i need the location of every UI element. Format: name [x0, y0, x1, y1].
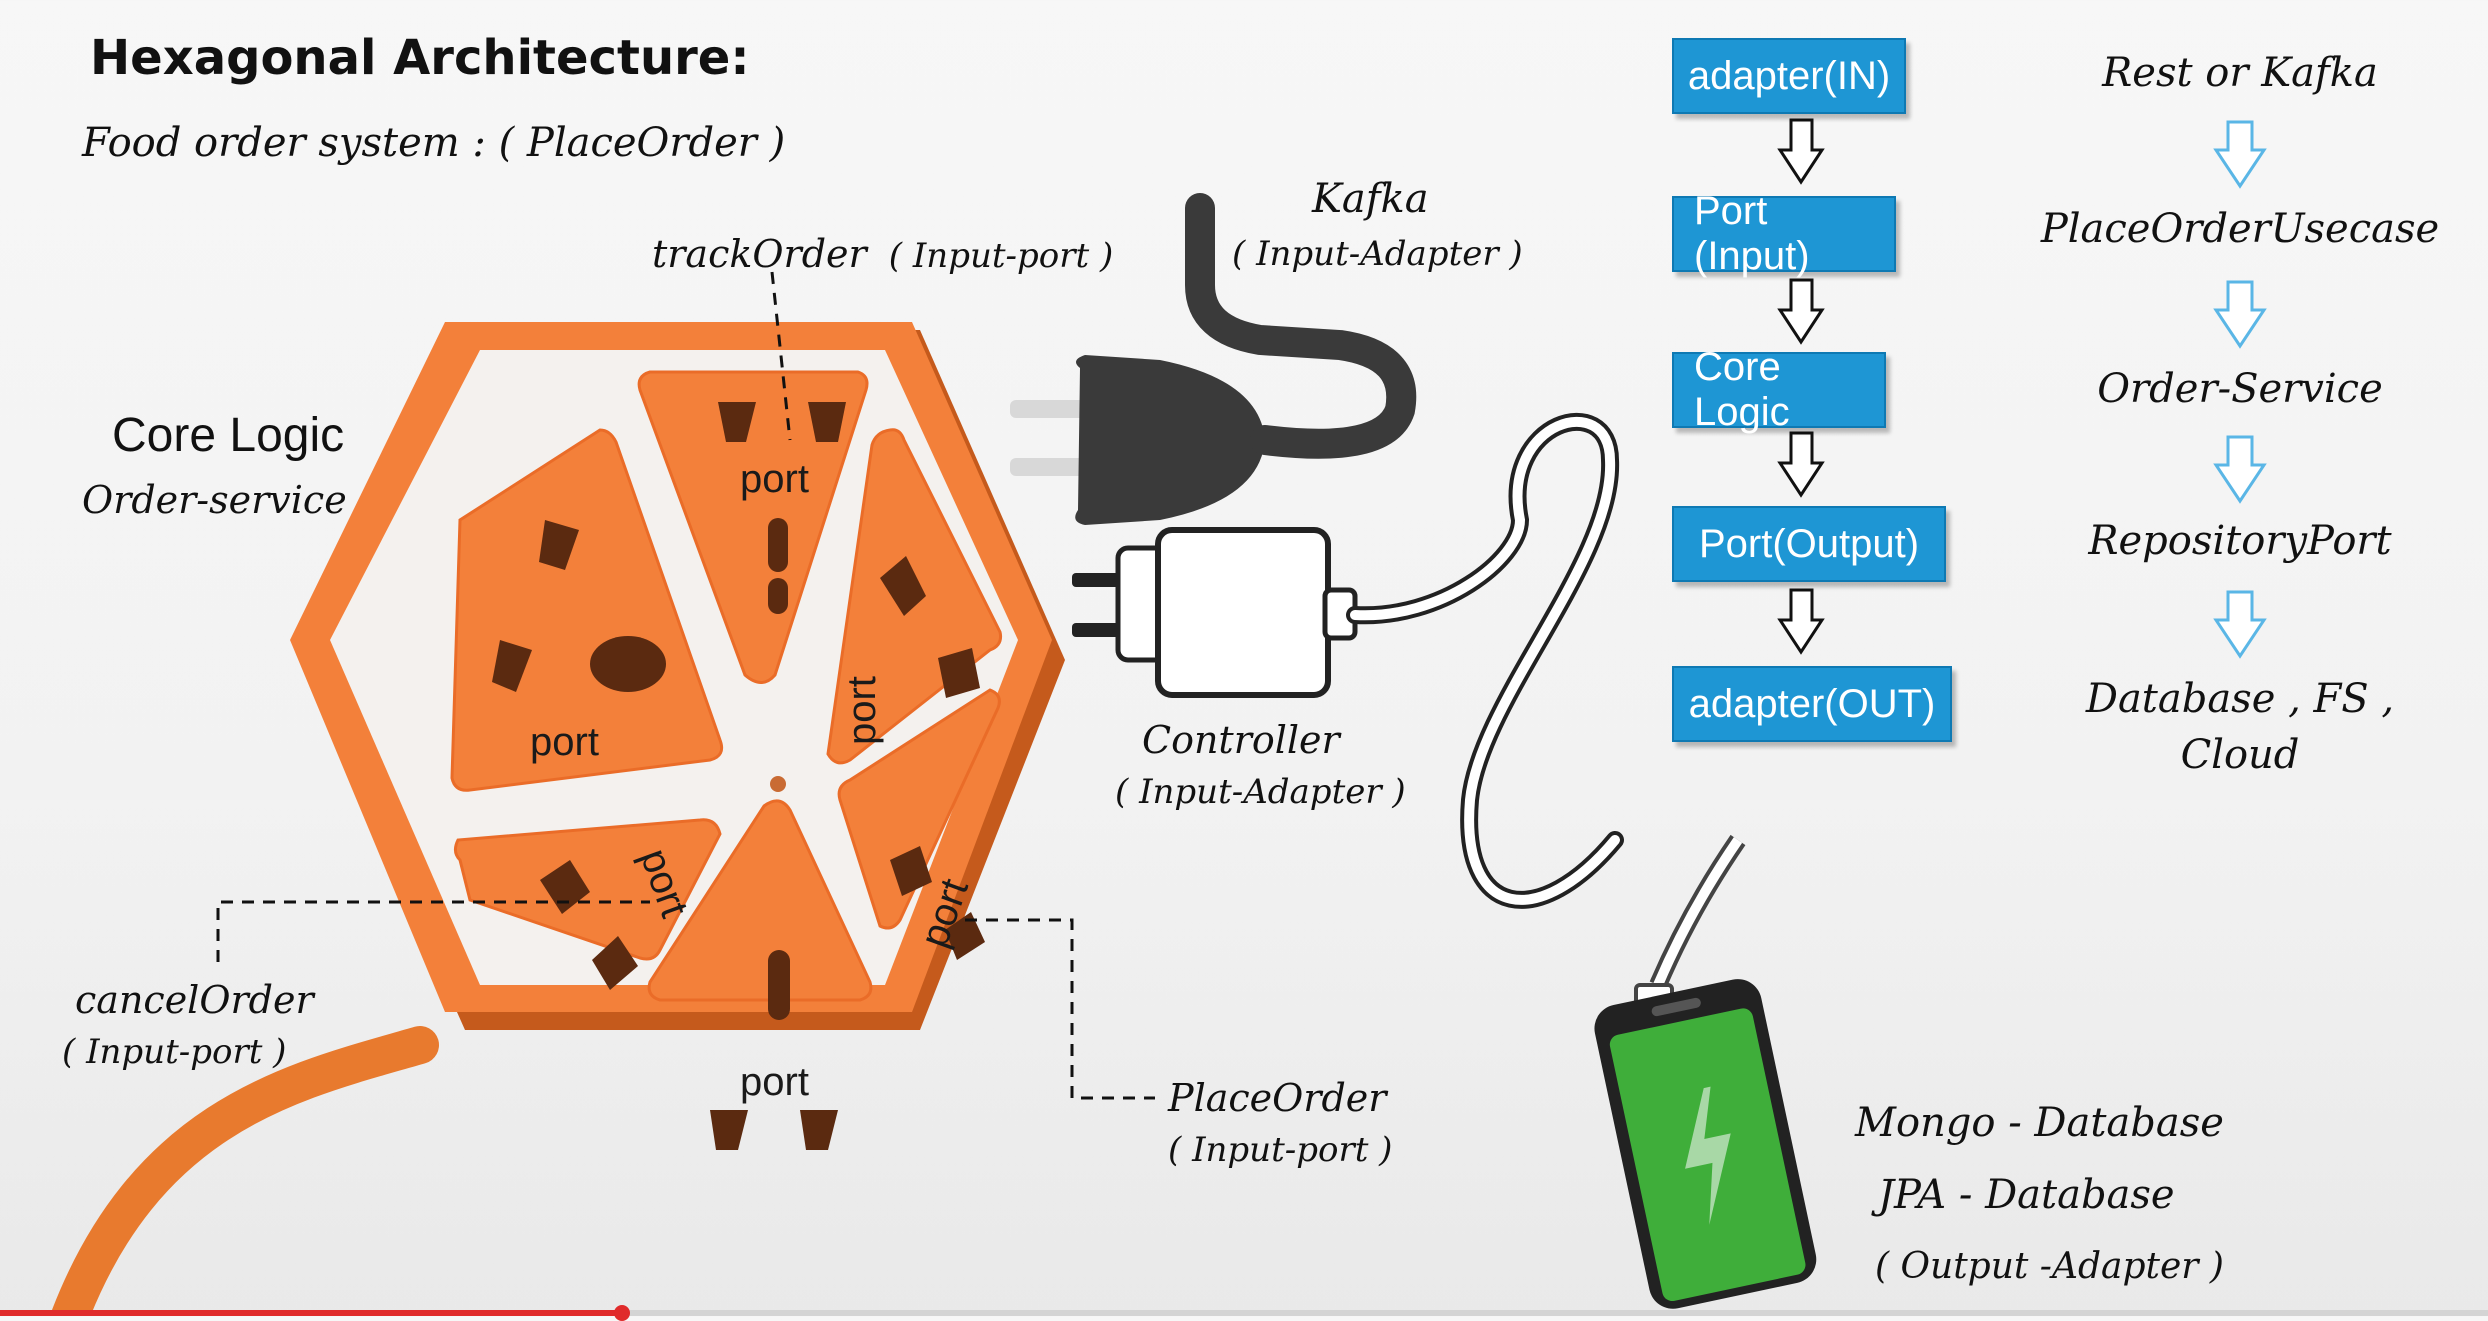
core-logic-label: Core Logic — [112, 409, 345, 462]
flow-example-cloud: Cloud — [2180, 732, 2300, 778]
video-progress-fill — [0, 1310, 622, 1316]
page-title: Hexagonal Architecture: — [90, 30, 750, 86]
segment-top — [637, 370, 869, 684]
video-progress-track[interactable] — [0, 1310, 2488, 1316]
cancel-order-annotation-name: cancelOrder — [75, 978, 314, 1022]
flow-box-core-logic: Core Logic — [1672, 345, 1886, 434]
place-order-annotation-role: ( Input-port ) — [1168, 1130, 1393, 1170]
flow-example-place-order-usecase: PlaceOrderUsecase — [2040, 206, 2440, 252]
cancel-order-annotation-role: ( Input-port ) — [62, 1032, 287, 1072]
kafka-plug — [1010, 193, 1417, 525]
flow-example-order-service: Order-Service — [2097, 366, 2383, 412]
kafka-annotation-name: Kafka — [1312, 176, 1429, 222]
port-label-upper-left: port — [530, 720, 599, 764]
cancel-order-pointer — [216, 900, 650, 962]
track-order-role: ( Input-port ) — [888, 236, 1114, 276]
hub-center-dot — [770, 776, 786, 792]
segment-bottom — [647, 799, 873, 1002]
flow-example-database-fs: Database , FS , — [2085, 676, 2395, 722]
place-order-annotation-name: PlaceOrder — [1168, 1076, 1387, 1120]
flow-arrows-blue — [2213, 120, 2267, 659]
kafka-annotation-role: ( Input-Adapter ) — [1232, 234, 1523, 274]
flow-example-rest-or-kafka: Rest or Kafka — [2102, 50, 2378, 96]
flow-arrows-black — [1777, 118, 1825, 655]
flow-example-repository-port: RepositoryPort — [2088, 518, 2392, 564]
controller-annotation-name: Controller — [1142, 718, 1340, 762]
flow-box-adapter-out: adapter(OUT) — [1672, 666, 1952, 742]
track-order-name: trackOrder — [652, 232, 867, 276]
segment-lower-right — [837, 688, 1001, 930]
strip-power-cord — [51, 1026, 439, 1316]
output-jpa-label: JPA - Database — [1878, 1172, 2175, 1218]
port-label-bottom: port — [740, 1060, 809, 1104]
segment-upper-left — [450, 428, 724, 792]
output-adapter-label: ( Output -Adapter ) — [1875, 1246, 2224, 1287]
flow-box-adapter-in: adapter(IN) — [1672, 38, 1906, 114]
controller-annotation-role: ( Input-Adapter ) — [1115, 772, 1406, 812]
video-progress-scrubber[interactable] — [614, 1305, 630, 1321]
track-order-annotation: trackOrder ( Input-port ) — [652, 232, 1113, 276]
flow-box-port-output: Port(Output) — [1672, 506, 1946, 582]
order-service-label: Order-service — [82, 478, 347, 522]
page-subtitle: Food order system : ( PlaceOrder ) — [82, 120, 786, 166]
phone-output-adapter — [1594, 834, 1817, 1309]
output-mongo-label: Mongo - Database — [1855, 1100, 2224, 1146]
flow-box-port-input: Port (Input) — [1672, 189, 1896, 278]
port-label-top: port — [740, 457, 809, 501]
controller-charger — [1072, 412, 1624, 909]
place-order-pointer — [965, 918, 1155, 1100]
track-order-pointer — [770, 271, 792, 441]
port-label-upper-right: port — [840, 676, 884, 745]
